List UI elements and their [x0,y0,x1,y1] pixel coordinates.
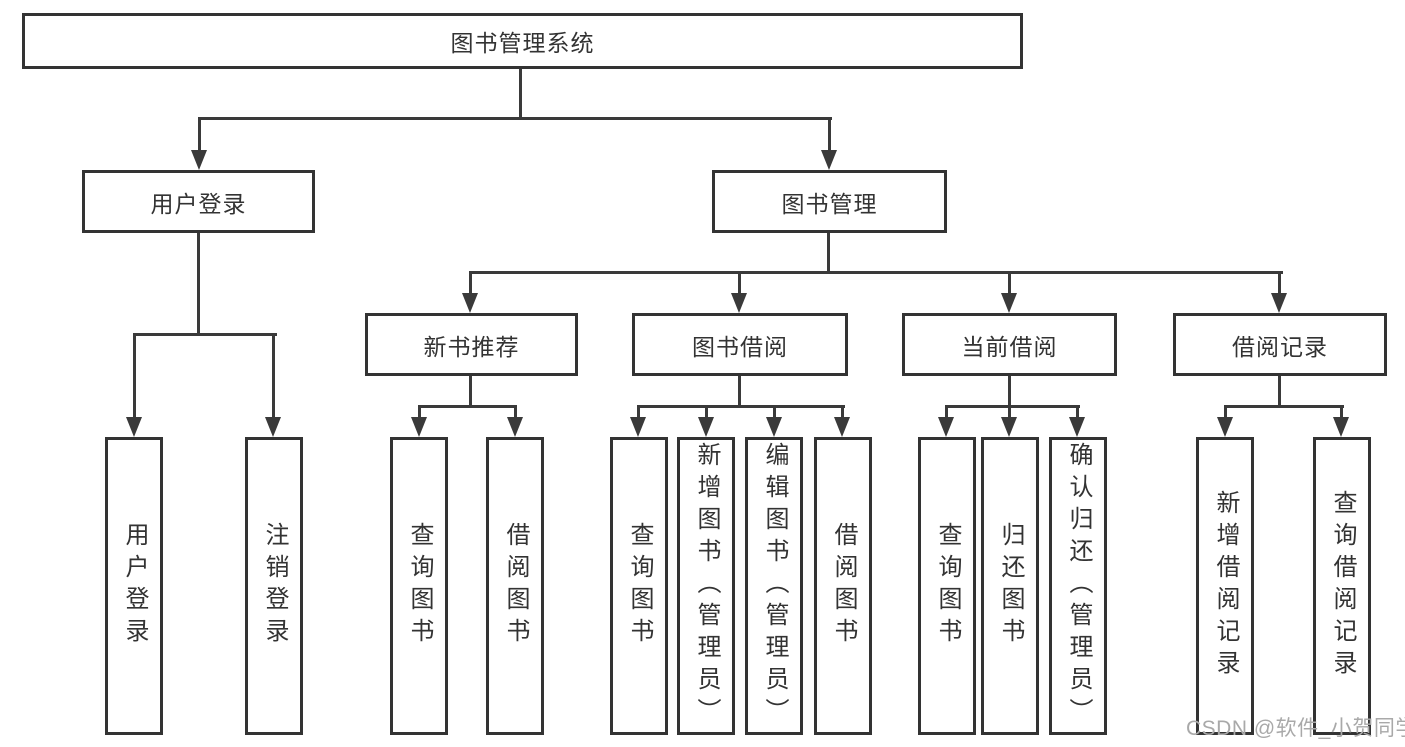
connector-line [133,333,277,336]
node-leaf-edit-book-admin-label: 编辑图书（管理员） [761,442,788,730]
arrowhead-icon [1001,293,1017,313]
arrowhead-icon [191,150,207,170]
connector-line [945,405,948,420]
node-leaf-borrow-books-recommend-label: 借阅图书 [502,522,529,650]
node-user-login-label: 用户登录 [150,190,247,217]
connector-line [827,233,830,274]
connector-line [738,376,741,408]
node-root-label: 图书管理系统 [450,30,595,56]
connector-line [828,117,831,153]
connector-line [841,405,844,420]
connector-line [469,271,472,296]
node-leaf-add-book-admin-label: 新增图书（管理员） [693,442,720,730]
connector-line [637,405,640,420]
node-leaf-query-books-recommend: 查询图书 [390,437,448,735]
connector-line [1008,376,1011,408]
node-book-borrowing-label: 图书借阅 [692,333,788,360]
arrowhead-icon [1333,417,1349,437]
connector-line [738,271,741,296]
connector-line [1340,405,1343,420]
node-user-login: 用户登录 [82,170,315,233]
node-leaf-query-books-current-label: 查询图书 [934,522,961,650]
arrowhead-icon [411,417,427,437]
node-book-borrowing: 图书借阅 [632,313,848,376]
node-leaf-add-book-admin: 新增图书（管理员） [677,437,735,735]
connector-line [1224,405,1344,408]
connector-line [519,68,522,118]
connector-line [469,376,472,408]
node-current-borrowing: 当前借阅 [902,313,1117,376]
csdn-watermark: CSDN @软件_小贺同学 [1186,717,1405,740]
node-root: 图书管理系统 [22,13,1023,69]
arrowhead-icon [834,417,850,437]
node-borrowing-records-label: 借阅记录 [1232,333,1328,360]
node-leaf-borrow-books-borrowing-label: 借阅图书 [830,522,857,650]
node-new-book-recommend-label: 新书推荐 [423,333,520,360]
connector-line [773,405,776,420]
connector-line [1008,405,1011,420]
node-leaf-edit-book-admin: 编辑图书（管理员） [745,437,803,735]
arrowhead-icon [766,417,782,437]
arrowhead-icon [507,417,523,437]
connector-line [1008,271,1011,296]
connector-line [418,405,517,408]
arrowhead-icon [265,417,281,437]
node-leaf-query-books-borrowing: 查询图书 [610,437,668,735]
node-leaf-logout: 注销登录 [245,437,303,735]
connector-line [637,405,845,408]
node-leaf-query-borrow-record-label: 查询借阅记录 [1329,490,1356,682]
connector-line [1278,271,1281,296]
connector-line [197,233,200,335]
arrowhead-icon [462,293,478,313]
connector-line [418,405,421,420]
connector-line [1076,405,1079,420]
node-leaf-borrow-books-recommend: 借阅图书 [486,437,544,735]
arrowhead-icon [630,417,646,437]
node-leaf-user-login: 用户登录 [105,437,163,735]
connector-line [705,405,708,420]
arrowhead-icon [698,417,714,437]
arrowhead-icon [126,417,142,437]
node-leaf-confirm-return-admin: 确认归还（管理员） [1049,437,1107,735]
node-current-borrowing-label: 当前借阅 [961,333,1058,360]
arrowhead-icon [731,293,747,313]
connector-line [945,405,1080,408]
node-leaf-return-book-label: 归还图书 [997,522,1024,650]
node-leaf-user-login-label: 用户登录 [121,522,148,650]
node-leaf-query-borrow-record: 查询借阅记录 [1313,437,1371,735]
arrowhead-icon [1271,293,1287,313]
connector-line [1278,376,1281,408]
node-leaf-add-borrow-record-label: 新增借阅记录 [1212,490,1239,682]
node-leaf-confirm-return-admin-label: 确认归还（管理员） [1065,442,1092,730]
node-leaf-add-borrow-record: 新增借阅记录 [1196,437,1254,735]
connector-line [1224,405,1227,420]
connector-line [469,271,1283,274]
node-borrowing-records: 借阅记录 [1173,313,1387,376]
node-leaf-query-books-current: 查询图书 [918,437,976,735]
connector-line [198,117,832,120]
node-leaf-logout-label: 注销登录 [261,522,288,650]
arrowhead-icon [1217,417,1233,437]
node-leaf-borrow-books-borrowing: 借阅图书 [814,437,872,735]
node-book-management-label: 图书管理 [781,190,878,217]
arrowhead-icon [821,150,837,170]
connector-line [133,333,136,421]
node-leaf-query-books-borrowing-label: 查询图书 [626,522,653,650]
node-leaf-return-book: 归还图书 [981,437,1039,735]
connector-line [514,405,517,420]
arrowhead-icon [1069,417,1085,437]
connector-line [198,117,201,153]
node-new-book-recommend: 新书推荐 [365,313,578,376]
node-book-management: 图书管理 [712,170,947,233]
connector-line [272,333,275,421]
arrowhead-icon [938,417,954,437]
node-leaf-query-books-recommend-label: 查询图书 [406,522,433,650]
arrowhead-icon [1001,417,1017,437]
